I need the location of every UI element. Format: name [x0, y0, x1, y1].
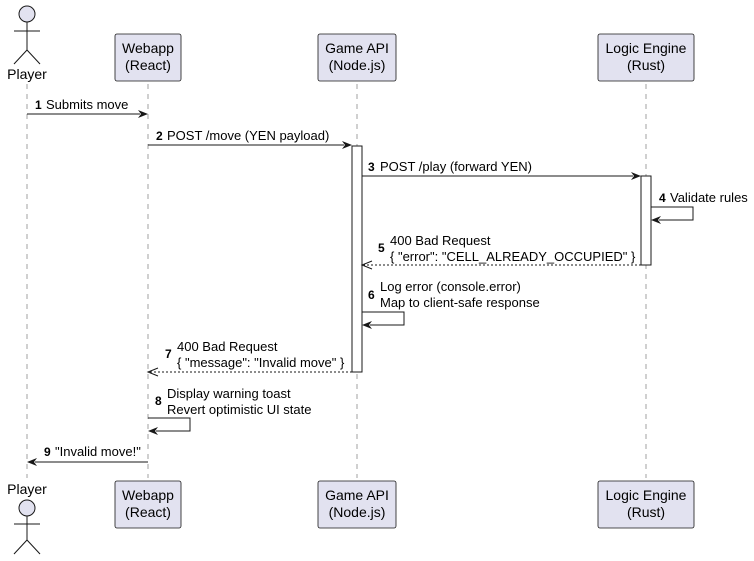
arrow-right-icon	[631, 172, 641, 180]
open-arrow-left-icon	[146, 367, 159, 377]
message-number: 2	[156, 129, 163, 143]
message-label-line2: Map to client-safe response	[380, 295, 540, 310]
message-label-line2: Revert optimistic UI state	[167, 402, 312, 417]
actor-label-player: Player	[7, 66, 47, 82]
participant-name: Webapp	[122, 487, 174, 503]
arrow-left-icon	[27, 458, 37, 466]
message-number: 1	[35, 98, 42, 112]
actor-player-bottom: Player	[7, 481, 47, 555]
participant-tech: (Node.js)	[329, 504, 386, 520]
message-label-line2: { "message": "Invalid move" }	[177, 355, 345, 370]
actor-player-top: Player	[7, 5, 47, 82]
message-label-line1: 400 Bad Request	[177, 339, 278, 354]
open-arrow-left-icon	[360, 260, 373, 270]
message-number: 3	[368, 160, 375, 174]
message-3: 3 POST /play (forward YEN)	[362, 159, 641, 180]
participant-name: Logic Engine	[606, 487, 687, 503]
participant-tech: (Node.js)	[329, 57, 386, 73]
participant-webapp-top: Webapp (React)	[114, 33, 182, 82]
message-8: 8 Display warning toast Revert optimisti…	[148, 386, 312, 435]
message-6: 6 Log error (console.error) Map to clien…	[362, 279, 540, 329]
activation-gameapi	[351, 145, 363, 373]
message-number: 8	[155, 394, 162, 408]
message-number: 9	[44, 445, 51, 459]
participant-tech: (React)	[125, 504, 171, 520]
participant-name: Webapp	[122, 40, 174, 56]
message-label: "Invalid move!"	[55, 444, 141, 459]
participant-name: Game API	[325, 40, 389, 56]
message-number: 5	[378, 241, 385, 255]
message-label-line1: Log error (console.error)	[380, 279, 521, 294]
arrow-right-icon	[138, 110, 148, 118]
activation-logic	[640, 175, 652, 266]
message-label-line1: 400 Bad Request	[390, 233, 491, 248]
participant-name: Logic Engine	[606, 40, 687, 56]
participant-webapp-bottom: Webapp (React)	[114, 480, 182, 529]
arrow-right-icon	[342, 141, 352, 149]
participant-tech: (React)	[125, 57, 171, 73]
participant-logic-bottom: Logic Engine (Rust)	[597, 480, 695, 529]
message-number: 4	[659, 191, 666, 205]
message-label: POST /move (YEN payload)	[167, 128, 329, 143]
message-4: 4 Validate rules	[651, 190, 748, 224]
arrow-left-icon	[148, 427, 158, 435]
participant-tech: (Rust)	[627, 57, 665, 73]
message-1: 1 Submits move	[27, 97, 148, 118]
message-2: 2 POST /move (YEN payload)	[148, 128, 352, 149]
message-number: 6	[368, 288, 375, 302]
message-label: POST /play (forward YEN)	[380, 159, 532, 174]
message-7: 7 400 Bad Request { "message": "Invalid …	[146, 339, 352, 377]
participant-logic-top: Logic Engine (Rust)	[597, 33, 695, 82]
message-label-line2: { "error": "CELL_ALREADY_OCCUPIED" }	[390, 249, 636, 264]
participant-gameapi-top: Game API (Node.js)	[317, 33, 397, 82]
participant-name: Game API	[325, 487, 389, 503]
message-label-line1: Display warning toast	[167, 386, 291, 401]
message-label: Validate rules	[670, 190, 748, 205]
message-9: 9 "Invalid move!"	[27, 444, 148, 466]
actor-head-icon	[18, 5, 36, 23]
actor-label-player: Player	[7, 481, 47, 497]
arrow-left-icon	[651, 216, 661, 224]
message-number: 7	[165, 347, 172, 361]
participant-gameapi-bottom: Game API (Node.js)	[317, 480, 397, 529]
arrow-left-icon	[362, 321, 372, 329]
message-5: 5 400 Bad Request { "error": "CELL_ALREA…	[360, 233, 641, 270]
actor-head-icon	[18, 499, 36, 517]
participant-tech: (Rust)	[627, 504, 665, 520]
message-label: Submits move	[46, 97, 128, 112]
